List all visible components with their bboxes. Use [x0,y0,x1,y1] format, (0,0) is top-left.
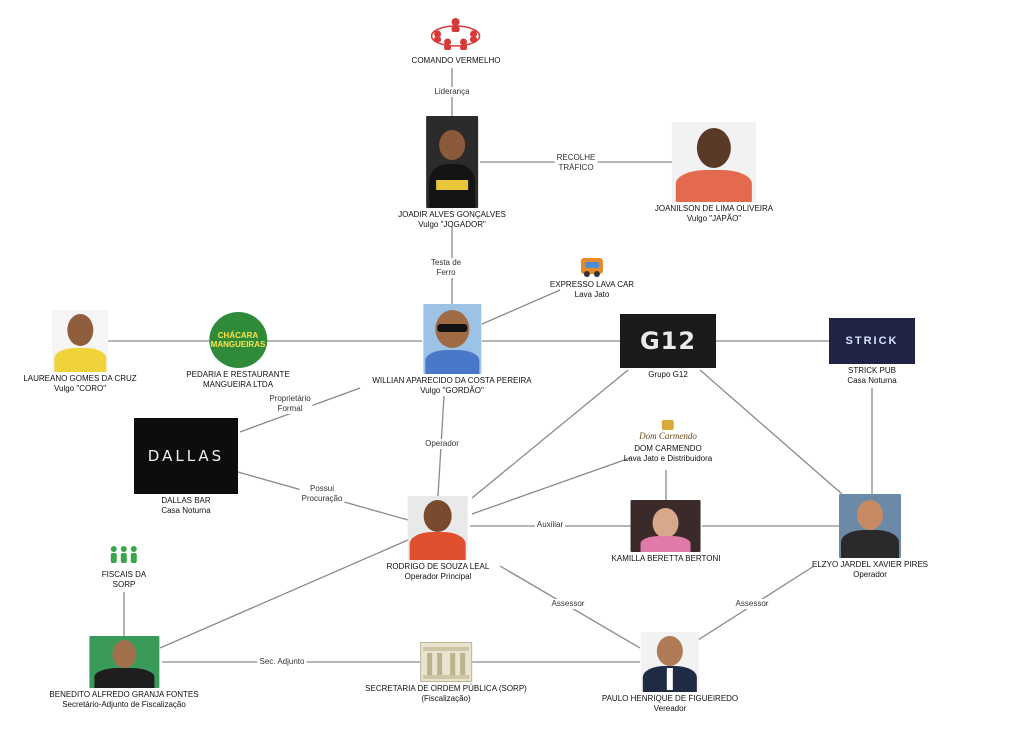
dom-carmendo-logo-text: Dom Carmendo [639,430,697,441]
node-sublabel: (Fiscalização) [421,694,471,703]
node-sublabel: Lava Jato e Distribuidora [623,454,713,463]
edge-label-lideranca: Liderança [432,87,472,97]
edge-g12-elzyo [699,369,843,495]
node-joanilson[interactable]: JOANILSON DE LIMA OLIVEIRA Vulgo "JAPÃO" [655,122,773,224]
node-label: LAUREANO GOMES DA CRUZ [23,374,137,383]
photo-paulo [640,632,699,692]
node-sublabel: Vulgo "JAPÃO" [686,214,742,223]
dallas-bar-logo: DALLAS [134,418,238,494]
photo-rodrigo [407,496,468,560]
node-grupo-g12[interactable]: G12 Grupo G12 [620,314,716,380]
node-sublabel: Vulgo "GORDÃO" [420,386,484,395]
node-pedaria-mangueira[interactable]: CHÁCARA MANGUEIRAS PEDARIA E RESTAURANTE… [186,312,290,390]
node-sublabel: Secretário-Adjunto de Fiscalização [62,700,186,709]
node-label: RODRIGO DE SOUZA LEAL [386,562,490,571]
photo-joanilson [671,122,756,202]
node-label: KAMILLA BERETTA BERTONI [611,554,721,563]
node-kamilla[interactable]: KAMILLA BERETTA BERTONI [611,500,721,564]
node-label: JOADIR ALVES GONÇALVES [398,210,506,219]
photo-elzyo [838,494,901,558]
photo-joadir [426,116,478,208]
node-label: PEDARIA E RESTAURANTE [186,370,290,379]
node-label: COMANDO VERMELHO [411,56,501,65]
node-sublabel: Operador Principal [404,572,472,581]
edge-label-testa-de-ferro: Testa de Ferro [428,258,464,278]
node-sublabel: Vulgo "JOGADOR" [418,220,486,229]
node-fiscais-sorp[interactable]: FISCAIS DA SORP [102,544,146,590]
node-label: FISCAIS DA [101,570,147,579]
photo-willian [423,304,481,374]
dom-carmendo-logo: Dom Carmendo [633,418,703,442]
node-benedito[interactable]: BENEDITO ALFREDO GRANJA FONTES Secretári… [49,636,199,710]
edge-label-operador: Operador [423,439,461,449]
edge-g12-rodrigo [471,369,629,499]
node-label: JOANILSON DE LIMA OLIVEIRA [654,204,774,213]
strick-pub-logo: STRICK [829,318,915,364]
node-label: BENEDITO ALFREDO GRANJA FONTES [49,690,199,699]
node-willian[interactable]: WILLIAN APARECIDO DA COSTA PEREIRA Vulgo… [372,304,532,396]
node-label: ELZYO JARDEL XAVIER PIRES [811,560,929,569]
node-label: Grupo G12 [648,370,688,379]
edge-label-auxiliar: Auxiliar [534,520,566,530]
car-wash-icon [577,256,607,278]
node-paulo[interactable]: PAULO HENRIQUE DE FIGUEIREDO Vereador [602,632,738,714]
node-label: EXPRESSO LAVA CAR [549,280,635,289]
g12-logo: G12 [620,314,716,368]
node-dom-carmendo[interactable]: Dom Carmendo DOM CARMENDO Lava Jato e Di… [623,418,713,464]
edge-willian-expresso [481,289,561,325]
edge-domcarmendo-rodrigo [471,457,631,515]
node-sublabel: Vereador [653,704,687,713]
edge-label-recolhe-trafico: RECOLHE TRÁFICO [554,153,598,173]
group-people-icon [106,544,142,568]
people-network-icon [426,14,486,54]
node-sublabel: Casa Noturna [161,506,211,515]
node-sublabel: Lava Jato [574,290,610,299]
node-label: STRICK PUB [847,366,896,375]
edge-label-assessor-rodrigo: Assessor [549,599,587,609]
building-icon [419,642,472,682]
node-secretaria-sorp[interactable]: SECRETARIA DE ORDEM PÚBLICA (SORP) (Fisc… [365,642,527,704]
edge-label-sec-adjunto: Sec. Adjunto [257,657,307,667]
node-joadir[interactable]: JOADIR ALVES GONÇALVES Vulgo "JOGADOR" [398,116,506,230]
edge-label-assessor-elzyo: Assessor [733,599,771,609]
photo-kamilla [631,500,701,552]
node-rodrigo[interactable]: RODRIGO DE SOUZA LEAL Operador Principal [386,496,490,582]
node-expresso-lava-car[interactable]: EXPRESSO LAVA CAR Lava Jato [550,256,634,300]
node-sublabel: Casa Noturna [847,376,897,385]
node-dallas-bar[interactable]: DALLAS DALLAS BAR Casa Noturna [134,418,238,516]
node-sublabel: Operador [853,570,887,579]
edge-label-possui-procuracao: Possui Procuração [299,484,345,504]
node-laureano[interactable]: LAUREANO GOMES DA CRUZ Vulgo "CORO" [23,310,137,394]
node-label: PAULO HENRIQUE DE FIGUEIREDO [601,694,739,703]
node-label: WILLIAN APARECIDO DA COSTA PEREIRA [372,376,532,385]
node-label: DOM CARMENDO [634,444,702,453]
node-label: DALLAS BAR [161,496,211,505]
edge-rodrigo-benedito [159,539,409,649]
node-sublabel: MANGUEIRA LTDA [202,380,274,389]
edge-label-proprietario-formal: Proprietário Formal [267,394,313,414]
node-comando-vermelho[interactable]: COMANDO VERMELHO [411,14,501,66]
photo-benedito [89,636,159,688]
node-elzyo[interactable]: ELZYO JARDEL XAVIER PIRES Operador [812,494,928,580]
node-label: SECRETARIA DE ORDEM PÚBLICA (SORP) [365,684,527,693]
node-sublabel: SORP [112,580,136,589]
node-strick-pub[interactable]: STRICK STRICK PUB Casa Noturna [829,318,915,386]
chacara-logo: CHÁCARA MANGUEIRAS [209,312,267,368]
photo-laureano [51,310,108,372]
node-sublabel: Vulgo "CORO" [53,384,107,393]
